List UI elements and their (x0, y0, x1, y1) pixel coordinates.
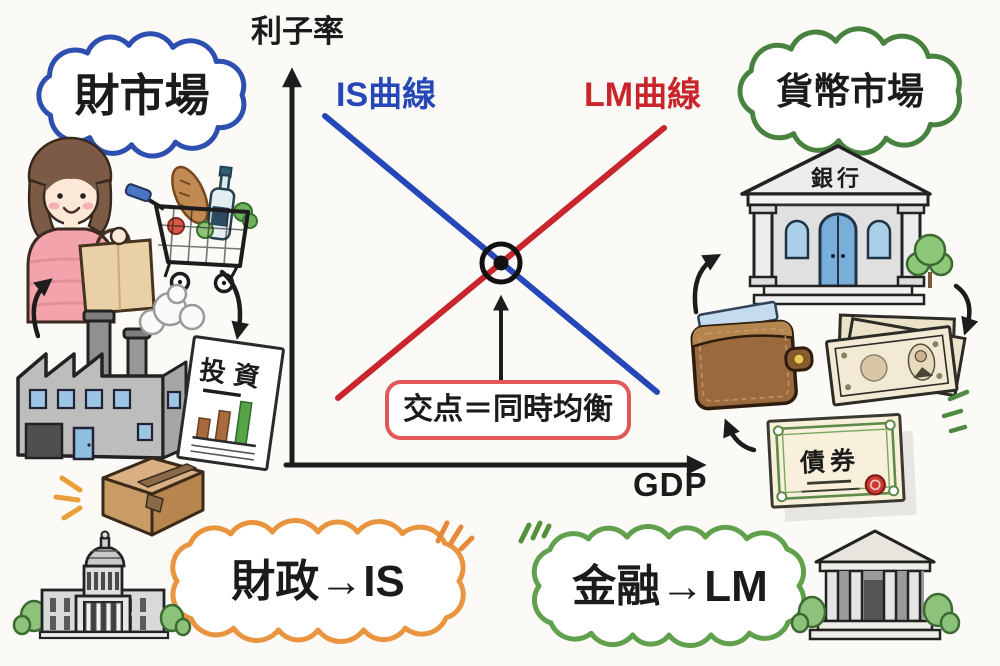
goods-market-label: 財市場 (74, 69, 210, 121)
shipping-box-illustration (101, 456, 205, 537)
banknote-front (825, 325, 959, 407)
tree-icon (905, 233, 954, 277)
fiscal-bubble (170, 518, 466, 644)
flow-arrows (31, 254, 979, 453)
parliament-illustration (12, 530, 192, 640)
box-emphasis-marks (53, 475, 83, 521)
is-curve-line (322, 113, 660, 395)
shopper-illustration (26, 136, 156, 324)
cart-handle (124, 183, 152, 202)
bank-to-money-arrow (953, 283, 979, 336)
wallet-to-bank-arrow (692, 254, 722, 315)
equilibrium-dot (493, 255, 509, 271)
shopper-hand (109, 226, 129, 246)
emphasis-marks (53, 389, 970, 552)
money-market-cloud (737, 26, 963, 156)
banknotes-illustration (825, 313, 967, 407)
fiscal-bubble-label: 財政→IS (231, 557, 405, 606)
bank-window (866, 219, 892, 260)
factory-to-shopper-arrow (31, 278, 53, 339)
money-market-label: 貨幣市場 (776, 70, 924, 112)
mini-bar-chart (192, 400, 257, 448)
equilibrium-annotation: 交点＝同時均衡 (385, 380, 631, 440)
bank-sign: 銀行 (811, 166, 863, 191)
islm-graph (282, 67, 707, 475)
y-axis-label: 利子率 (251, 14, 344, 49)
cart-basket (154, 204, 250, 268)
investment-report-illustration: 投資 (176, 335, 285, 472)
central-bank-illustration (790, 529, 961, 641)
bond-to-wallet-arrow (723, 418, 757, 453)
monetary-bubble (531, 523, 807, 649)
parliament-dome (84, 545, 126, 568)
factory-door (72, 426, 95, 461)
monetary-emphasis-marks (518, 520, 552, 544)
bush-icon (790, 592, 961, 635)
bank-illustration (740, 144, 954, 306)
is-curve-label: IS曲線 (336, 76, 437, 114)
bond-seal (864, 474, 886, 496)
monetary-bubble-label: 金融→LM (572, 562, 768, 611)
factory-illustration (16, 283, 206, 461)
wallet-illustration (690, 300, 814, 411)
x-axis-label: GDP (633, 466, 708, 503)
lm-curve-label: LM曲線 (584, 76, 702, 114)
fiscal-emphasis-marks (435, 520, 475, 552)
wallet-button (792, 352, 806, 366)
goods-market-cloud (36, 31, 247, 159)
shopping-bag-icon (78, 238, 156, 316)
equilibrium-ring (479, 241, 523, 285)
factory-garage-door (24, 422, 64, 460)
bond-illustration: 債券 (766, 413, 917, 522)
money-emphasis-marks (941, 389, 970, 434)
smoke-icon (138, 283, 206, 336)
cart-to-investment-arrow (219, 269, 249, 340)
equilibrium-annotation-text: 交点＝同時均衡 (403, 393, 613, 426)
bond-label: 債券 (798, 446, 860, 478)
shopping-cart-illustration (124, 165, 258, 294)
bank-window (784, 219, 810, 260)
